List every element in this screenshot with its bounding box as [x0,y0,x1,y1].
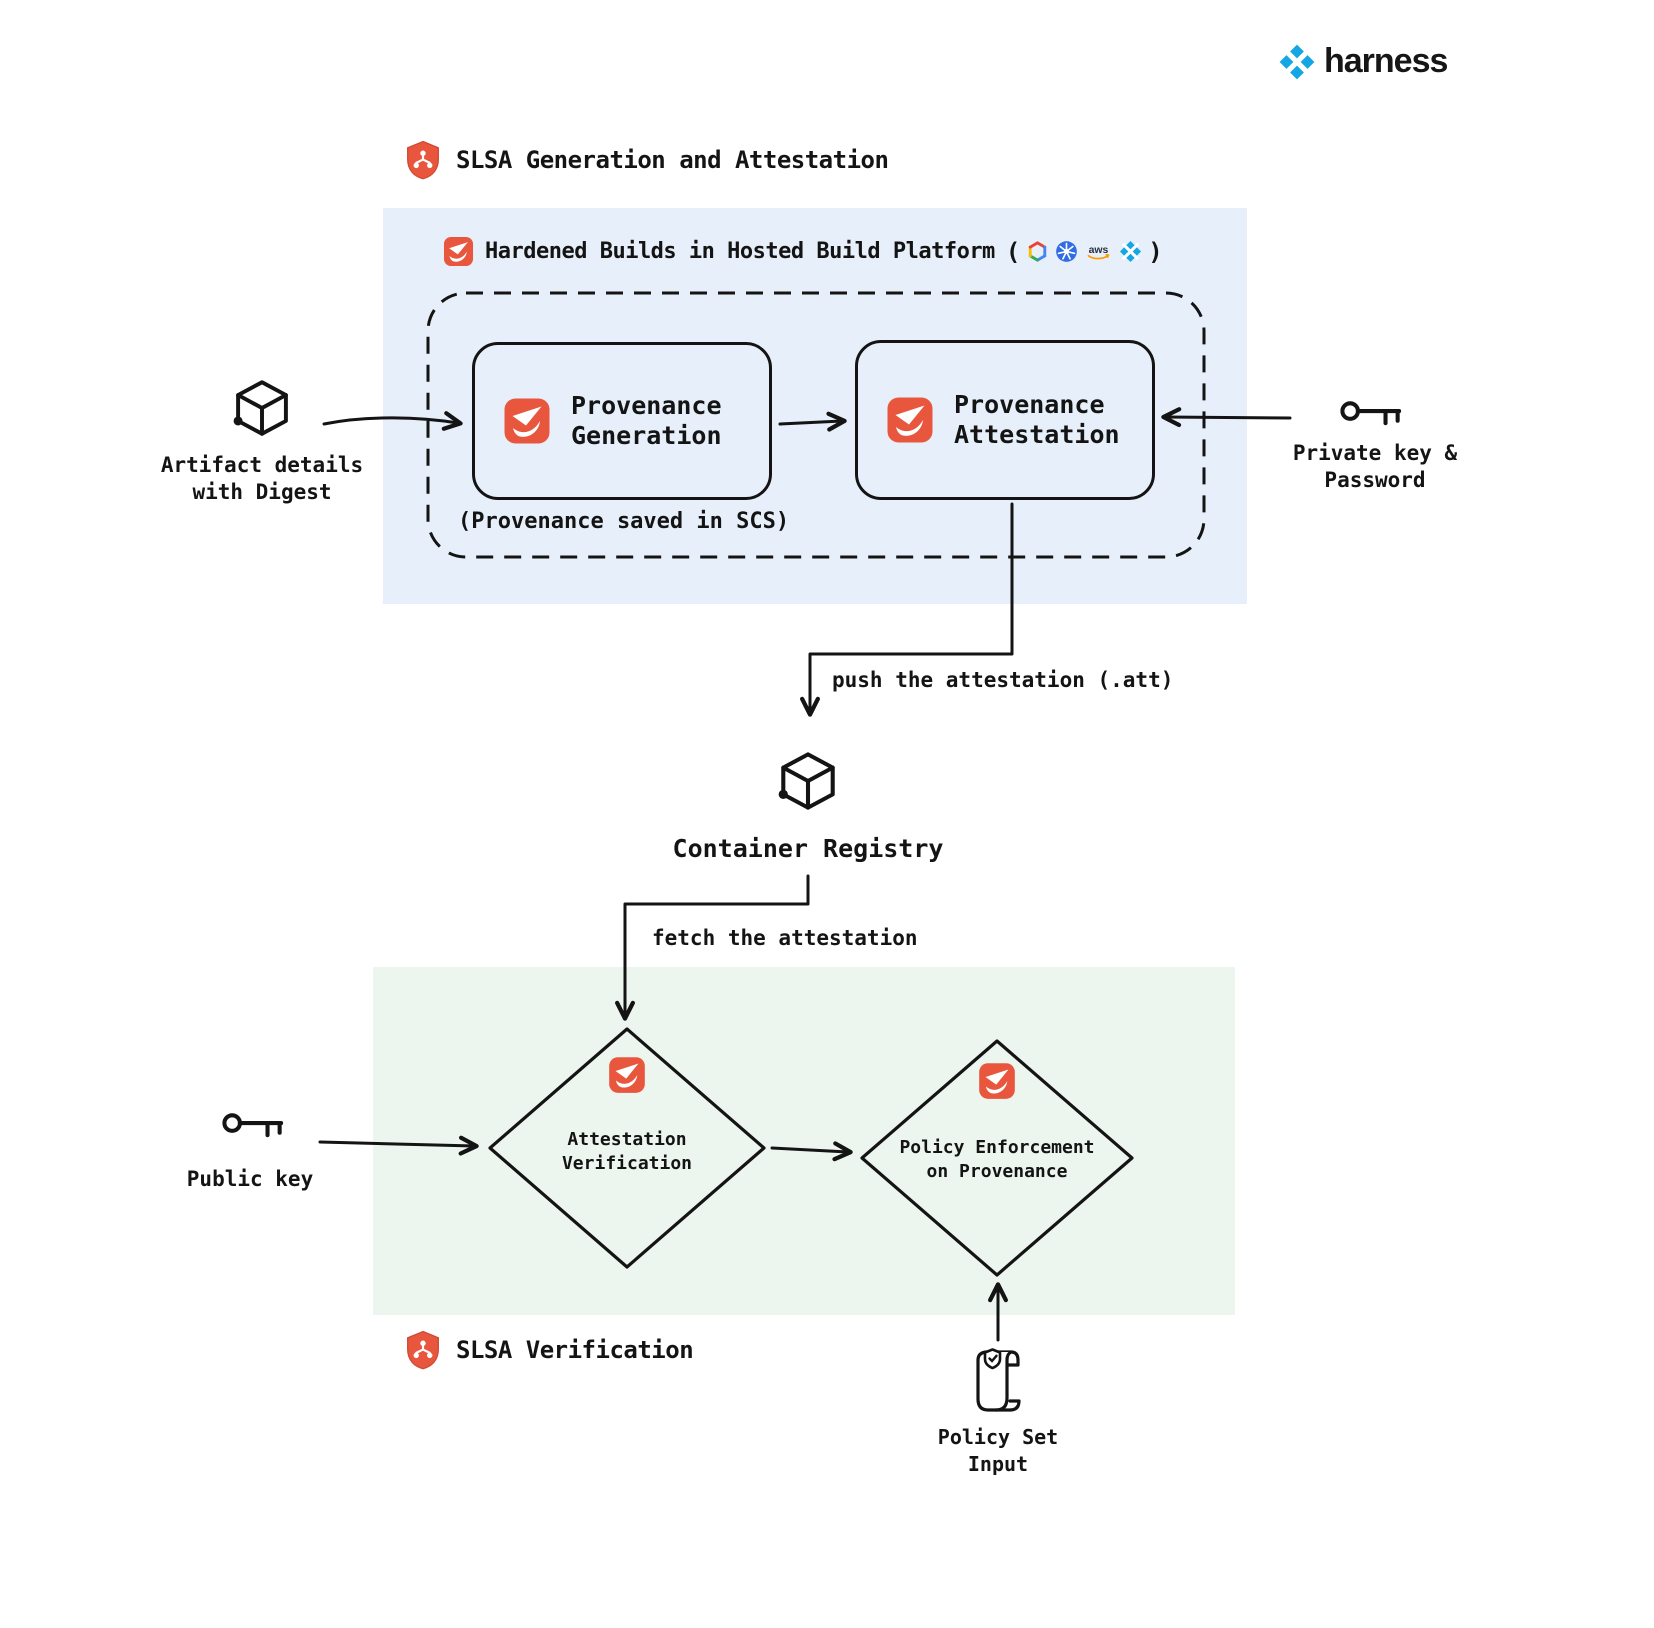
harness-logo: harness [1278,42,1448,81]
registry-cube-icon [777,750,839,812]
provenance-generation-node: Provenance Generation [472,342,772,500]
policy-enforcement-label: Policy Enforcement on Provenance [899,1137,1095,1183]
generation-title-text: SLSA Generation and Attestation [456,146,889,174]
policy-enforcement-diamond [860,1039,1134,1277]
kubernetes-icon [1055,240,1078,263]
paren-close: ) [1148,237,1163,266]
harness-platform-icon [1119,240,1142,263]
scs-module-icon [503,397,551,445]
paren-open: ( [1005,237,1021,266]
verification-panel [373,967,1235,1315]
verification-section-title: SLSA Verification [405,1330,694,1370]
platform-icons: ( ) [1006,238,1163,266]
public-key-label: Public key [186,1167,314,1191]
scs-module-icon [608,1056,646,1094]
scs-module-icon [443,236,474,267]
scs-module-icon [978,1062,1016,1100]
scs-module-icon [886,396,934,444]
provenance-note: (Provenance saved in SCS) [458,509,790,534]
slsa-shield-icon [405,1330,441,1370]
google-cloud-icon [1026,240,1049,263]
attestation-verification-diamond [488,1027,766,1269]
container-registry-label: Container Registry [672,834,944,863]
harness-logo-icon [1278,43,1316,81]
public-key-icon [222,1110,284,1140]
push-attestation-label: push the attestation (.att) [832,668,1174,692]
provenance-generation-label: Provenance Generation [571,390,722,451]
platform-header-text: Hardened Builds in Hosted Build Platform [485,239,995,264]
private-key-label: Private key & Password [1292,441,1458,493]
fetch-attestation-label: fetch the attestation [652,926,918,950]
private-key-icon [1340,398,1402,428]
provenance-attestation-node: Provenance Attestation [855,340,1155,500]
platform-header: Hardened Builds in Hosted Build Platform… [443,236,1163,267]
artifact-cube-icon [232,378,292,438]
verification-title-text: SLSA Verification [456,1336,694,1364]
aws-icon [1084,242,1113,261]
artifact-label: Artifact details with Digest [160,453,364,505]
provenance-attestation-label: Provenance Attestation [954,389,1120,450]
policy-set-label: Policy Set Input [937,1425,1059,1476]
slsa-shield-icon [405,140,441,180]
policy-scroll-icon [966,1346,1030,1418]
attestation-verification-label: Attestation Verification [561,1129,693,1175]
generation-section-title: SLSA Generation and Attestation [405,140,889,180]
harness-logo-text: harness [1324,42,1448,80]
